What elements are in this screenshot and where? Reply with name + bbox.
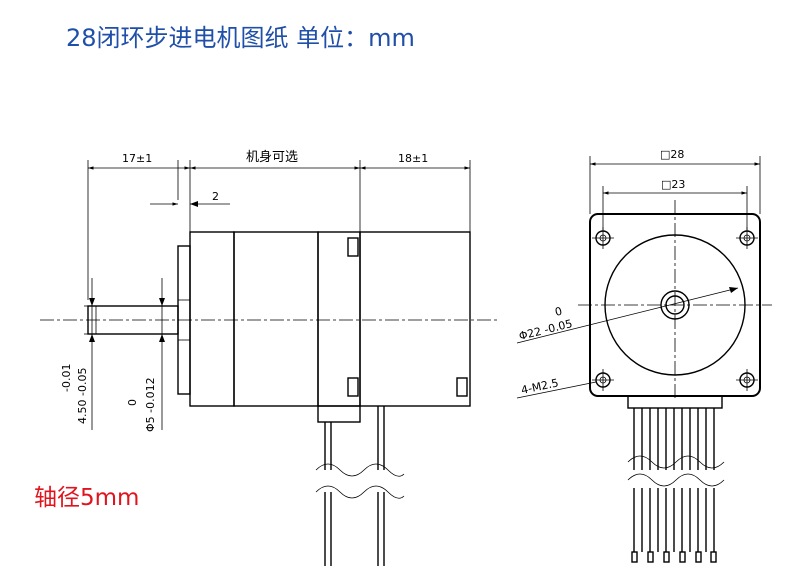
pilot-circle (604, 234, 746, 376)
mount-holes (592, 227, 758, 391)
motor-body (233, 231, 319, 407)
dim-pilot-dia: Φ22 -0.05 (518, 317, 574, 343)
encoder-housing (359, 231, 471, 407)
rear-cap (317, 231, 361, 407)
dim-shaft-length: 17±1 (122, 152, 152, 165)
front-view: □28 □23 0 Φ22 -0.05 4-M2.5 (516, 148, 772, 563)
encoder-wires (627, 408, 725, 563)
dim-encoder-length: 18±1 (398, 152, 428, 165)
front-cap (189, 231, 235, 407)
dim-mount-holes: 4-M2.5 (520, 376, 560, 397)
page-title: 28闭环步进电机图纸 单位：mm (66, 24, 415, 52)
dim-shaft-tol-lower: Φ5 -0.012 (144, 377, 157, 432)
pilot-leader (516, 287, 739, 344)
dim-flat-tol-lower: 4.50 -0.05 (76, 368, 89, 424)
dim-body-length: 机身可选 (246, 149, 298, 165)
dim-flat-tol-upper: -0.01 (60, 364, 73, 392)
dim-pilot-tol-upper: 0 (554, 305, 564, 319)
dim-shoulder: 2 (212, 190, 219, 203)
side-view: 17±1 机身可选 18±1 2 -0.01 4.50 -0.05 0 Φ5 -… (40, 149, 498, 566)
connector-block (627, 395, 723, 409)
front-shaft (660, 290, 690, 320)
motor-wires (315, 406, 405, 566)
cable-exit (317, 405, 361, 423)
dim-shaft-tol-upper: 0 (126, 399, 139, 406)
dim-hole-spacing: □23 (661, 178, 685, 191)
dim-flange-outer: □28 (660, 148, 684, 161)
shaft-diameter-note: 轴径5mm (34, 485, 140, 511)
